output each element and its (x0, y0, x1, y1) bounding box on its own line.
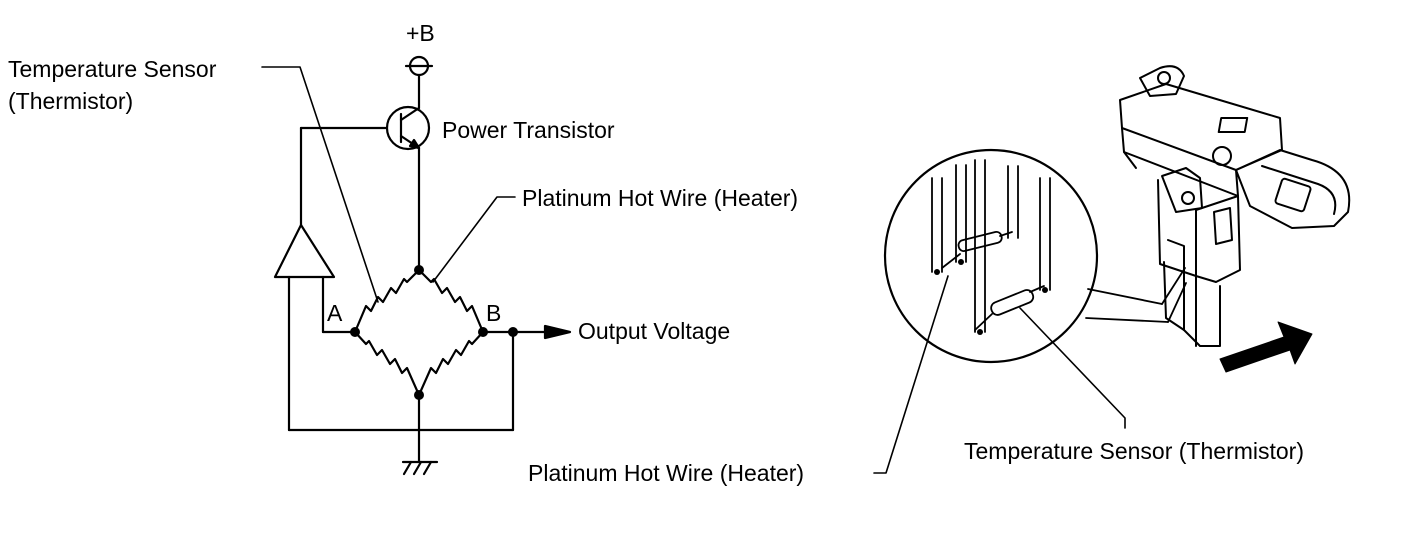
node-a-label: A (327, 300, 343, 326)
power-transistor-label: Power Transistor (442, 117, 615, 143)
sensor-body-icon (1119, 65, 1351, 347)
power-transistor-icon (299, 105, 431, 227)
temp-sensor-label-sub: (Thermistor) (8, 88, 134, 114)
resistor-bridge (353, 268, 485, 397)
output-arrow-icon (543, 324, 572, 340)
hot-wire-label: Platinum Hot Wire (Heater) (522, 185, 799, 211)
hot-wire-leader (432, 196, 516, 283)
amplifier-icon (273, 223, 336, 279)
supply-terminal-icon (404, 55, 434, 110)
bridge-circuit (261, 55, 572, 476)
supply-label: +B (406, 20, 435, 46)
temp-sensor-label: Temperature Sensor (8, 56, 217, 82)
output-voltage-label: Output Voltage (578, 318, 731, 344)
detail-hot-wire-label: Platinum Hot Wire (Heater) (528, 460, 805, 486)
ground-icon (401, 393, 439, 476)
temp-sensor-leader (261, 66, 379, 303)
hot-wire-detail-leader (873, 275, 949, 474)
maf-sensor-illustration (873, 65, 1351, 474)
magnified-detail (883, 148, 1099, 364)
detail-temp-sensor-label: Temperature Sensor (Thermistor) (964, 438, 1304, 464)
node-b-label: B (486, 300, 502, 326)
thermistor-detail-leader (1019, 307, 1126, 429)
airflow-arrow-icon (1219, 321, 1313, 373)
